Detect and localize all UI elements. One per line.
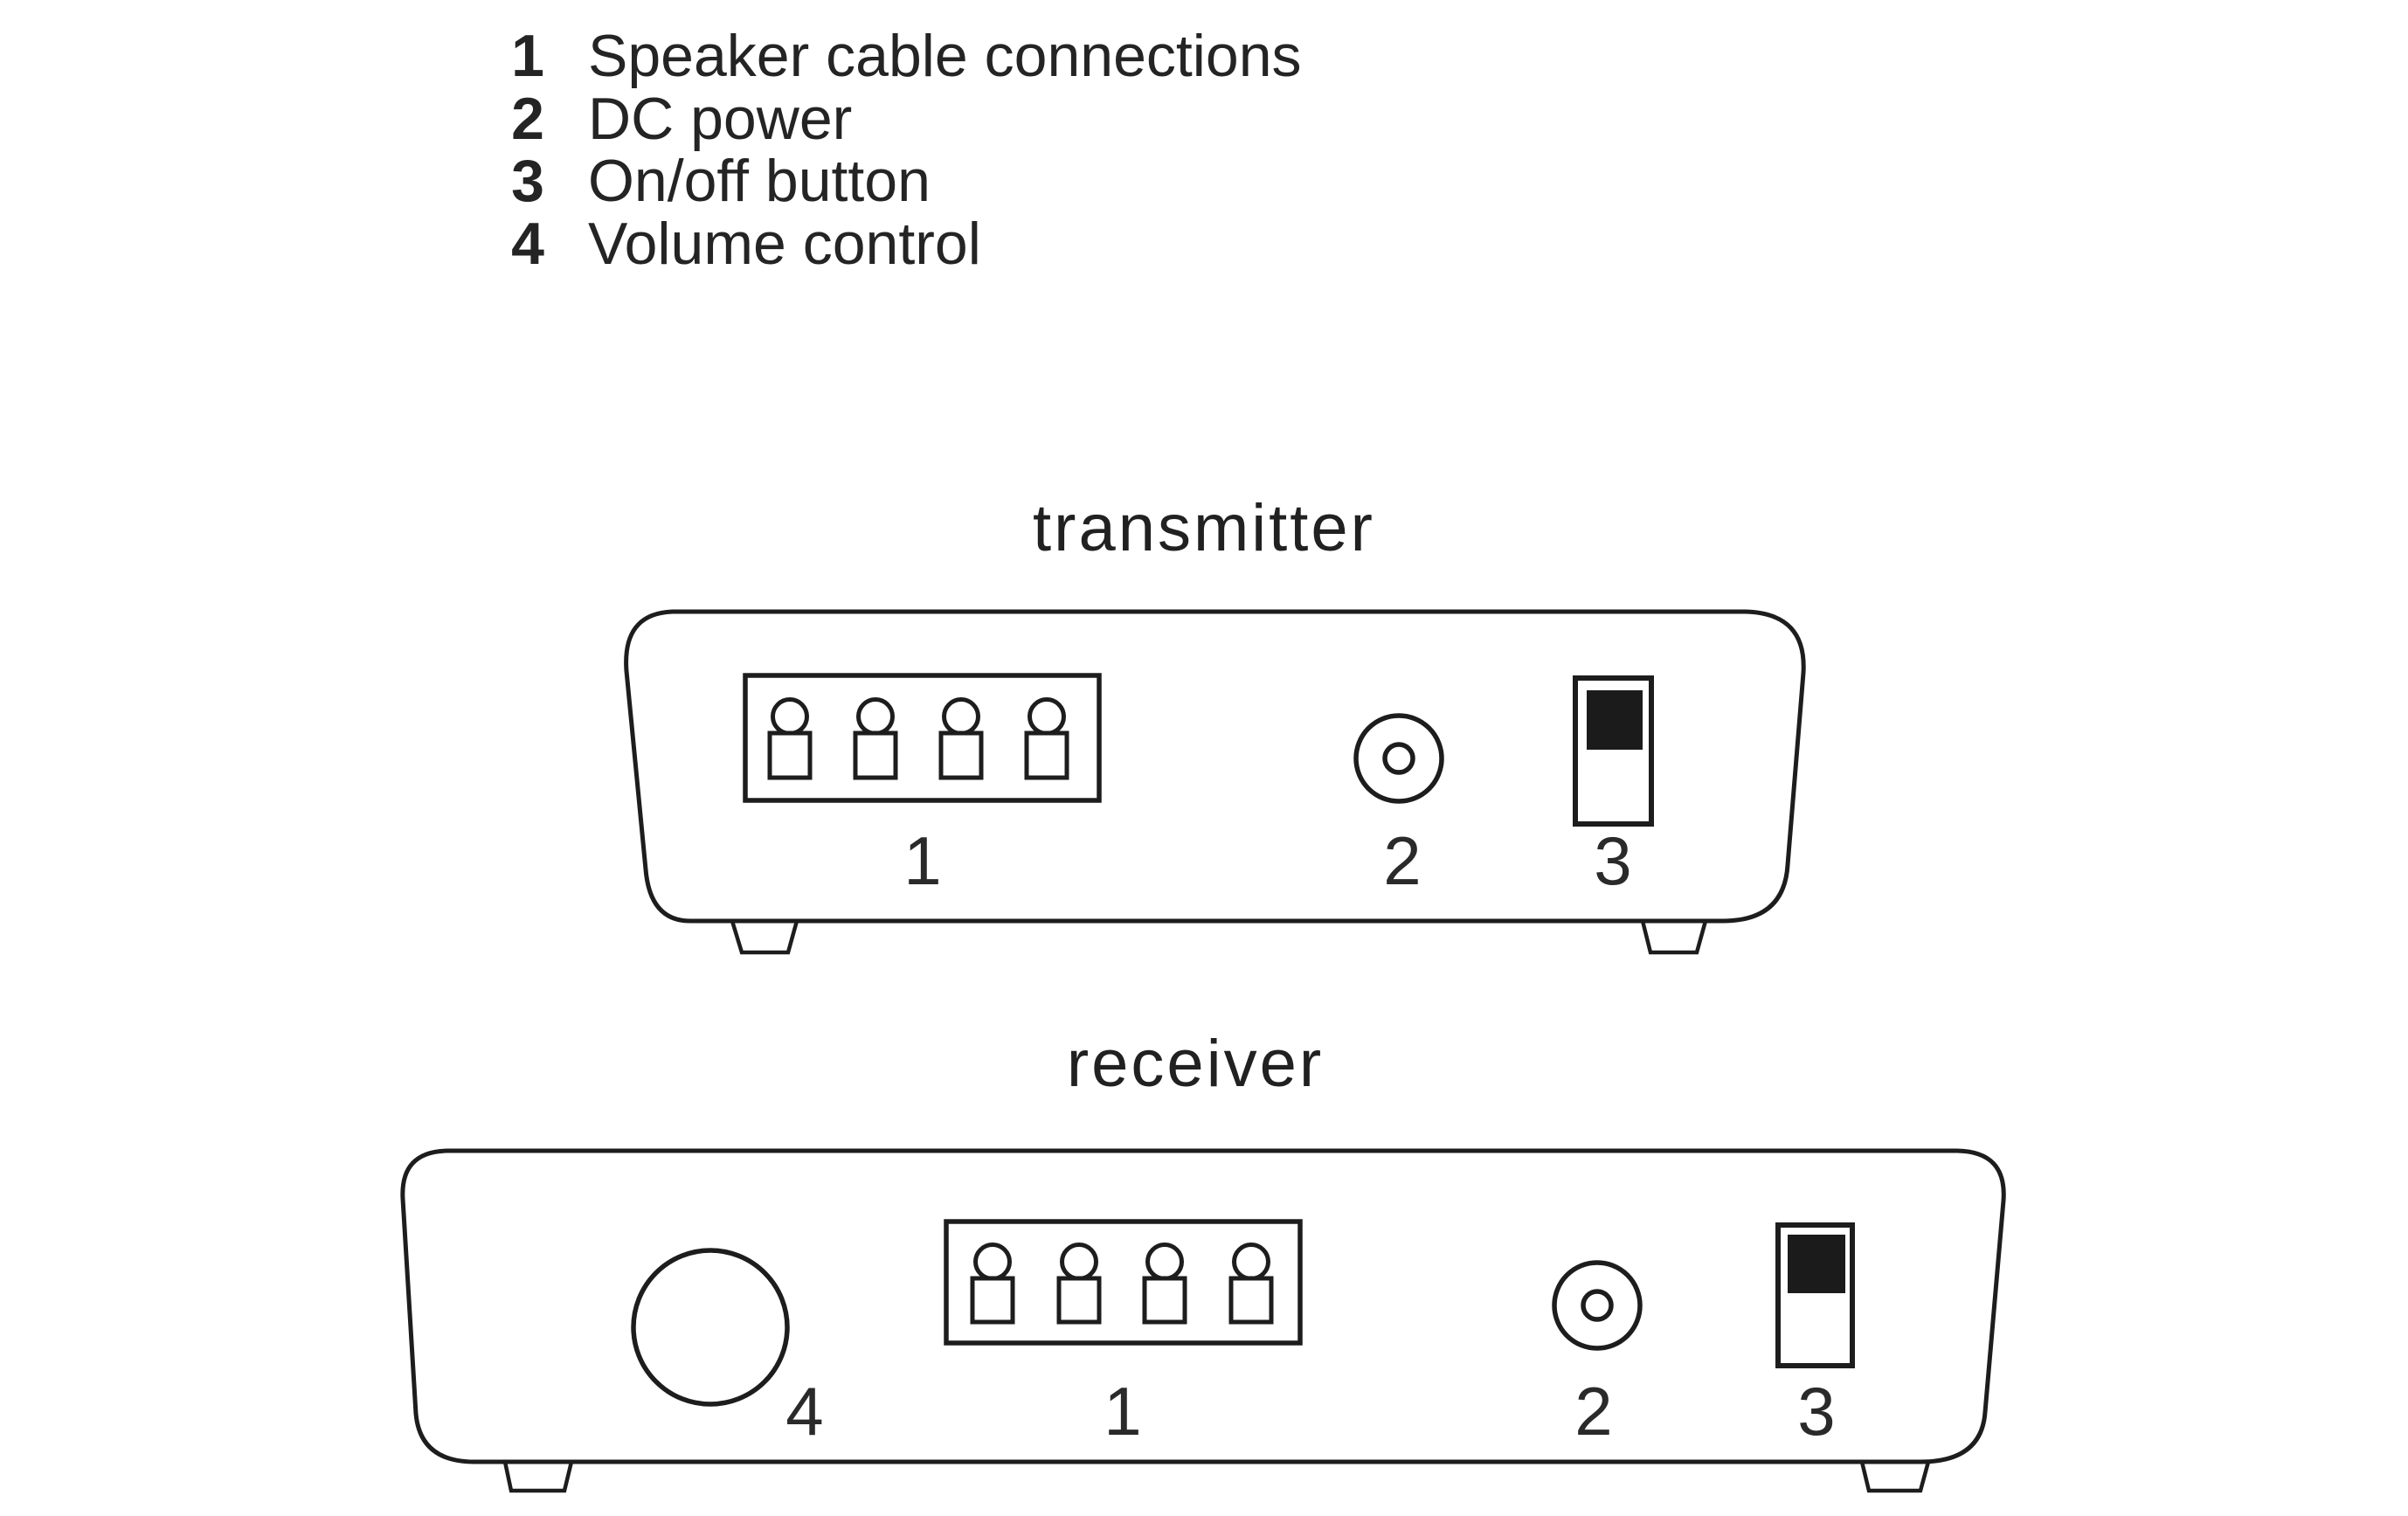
transmitter-power-switch [1573, 675, 1654, 827]
transmitter-dc-power-jack [1353, 713, 1444, 804]
speaker-terminal [853, 697, 898, 780]
legend-label: Volume control [588, 210, 981, 277]
transmitter-left-foot [729, 918, 799, 955]
legend-label: On/off button [588, 148, 931, 214]
receiver-title: receiver [1066, 1027, 1325, 1101]
receiver-callout-4: 4 [785, 1373, 823, 1450]
receiver-diagram: 4 1 2 3 [400, 1148, 2006, 1493]
legend-number: 1 [511, 23, 544, 89]
transmitter-speaker-terminal-block [743, 673, 1102, 803]
legend-number: 2 [511, 85, 544, 152]
speaker-terminal [938, 697, 984, 780]
receiver-callout-3: 3 [1797, 1373, 1835, 1450]
speaker-terminal [1142, 1243, 1187, 1325]
legend-number: 4 [511, 210, 544, 277]
speaker-terminal [970, 1243, 1015, 1325]
speaker-terminal [1024, 697, 1069, 780]
transmitter-right-foot [1640, 918, 1708, 955]
receiver-speaker-terminal-block [944, 1219, 1303, 1346]
receiver-volume-knob [631, 1248, 790, 1407]
transmitter-title: transmitter [1033, 491, 1375, 565]
power-switch-toggle [1587, 690, 1643, 750]
transmitter-callout-2: 2 [1383, 822, 1421, 899]
receiver-callout-1: 1 [1104, 1373, 1141, 1450]
receiver-left-foot [502, 1459, 574, 1493]
receiver-power-switch [1775, 1222, 1855, 1368]
legend-number: 3 [511, 148, 544, 214]
transmitter-callout-3: 3 [1594, 822, 1631, 899]
legend-label: Speaker cable connections [588, 23, 1302, 89]
speaker-terminal [1056, 1243, 1102, 1325]
speaker-terminal [1228, 1243, 1274, 1325]
receiver-callout-2: 2 [1574, 1373, 1612, 1450]
legend-item-dc-power: 2 DC power [509, 85, 1302, 152]
speaker-terminal [767, 697, 813, 780]
legend-item-volume-control: 4 Volume control [509, 210, 1302, 277]
legend: 1 Speaker cable connections 2 DC power 3… [509, 23, 1302, 277]
power-switch-toggle [1788, 1235, 1845, 1293]
legend-item-speaker-connections: 1 Speaker cable connections [509, 23, 1302, 89]
receiver-dc-power-jack [1552, 1260, 1643, 1351]
legend-item-on-off-button: 3 On/off button [509, 148, 1302, 214]
legend-label: DC power [588, 85, 853, 152]
transmitter-callout-1: 1 [903, 822, 941, 899]
receiver-right-foot [1859, 1459, 1931, 1493]
transmitter-diagram: 1 2 3 [624, 609, 1806, 955]
